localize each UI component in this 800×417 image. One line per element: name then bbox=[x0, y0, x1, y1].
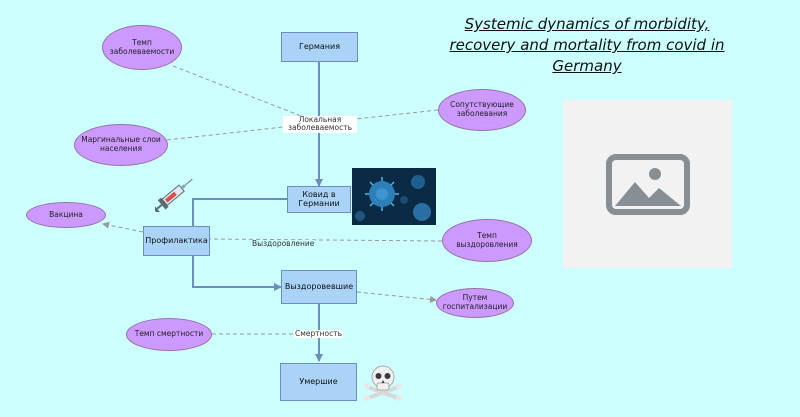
ellipse-mortality-rate[interactable]: Темп смертности bbox=[126, 318, 212, 351]
node-covid[interactable]: Ковид в Германии bbox=[287, 186, 351, 213]
ellipse-hospitalization[interactable]: Путем госпитализации bbox=[436, 288, 514, 318]
ellipse-comorbidities[interactable]: Сопутствующие заболевания bbox=[438, 89, 526, 131]
ellipse-marginal-layers[interactable]: Маргинальные слои населения bbox=[74, 124, 168, 166]
node-recovered[interactable]: Выздоровевшие bbox=[281, 270, 357, 304]
node-dead[interactable]: Умершие bbox=[280, 363, 357, 401]
image-placeholder-icon bbox=[606, 154, 690, 215]
edge-label-mortality: Смертность bbox=[294, 329, 344, 339]
ellipse-vaccine[interactable]: Вакцина bbox=[26, 202, 106, 228]
coronavirus-image bbox=[352, 168, 436, 225]
node-prevention[interactable]: Профилактика bbox=[143, 226, 210, 256]
link-morbidity-rate bbox=[172, 65, 320, 124]
diagram-title: Systemic dynamics of morbidity, recovery… bbox=[449, 15, 725, 75]
link-recovery-rate bbox=[209, 238, 443, 242]
link-hospitalization bbox=[356, 291, 437, 303]
skull-crossbones-icon bbox=[362, 363, 404, 401]
ellipse-morbidity-rate[interactable]: Темп заболеваемости bbox=[102, 25, 182, 70]
image-placeholder[interactable] bbox=[563, 100, 732, 268]
node-germany[interactable]: Германия bbox=[281, 32, 358, 62]
syringe-icon bbox=[152, 172, 199, 214]
edge-label-local-morbidity: Локальная заболеваемость bbox=[283, 115, 357, 133]
edge-label-recovery: Выздоровление bbox=[251, 239, 316, 249]
ellipse-recovery-rate[interactable]: Темп выздоровления bbox=[442, 219, 532, 262]
link-prevention-vaccine bbox=[102, 221, 144, 233]
